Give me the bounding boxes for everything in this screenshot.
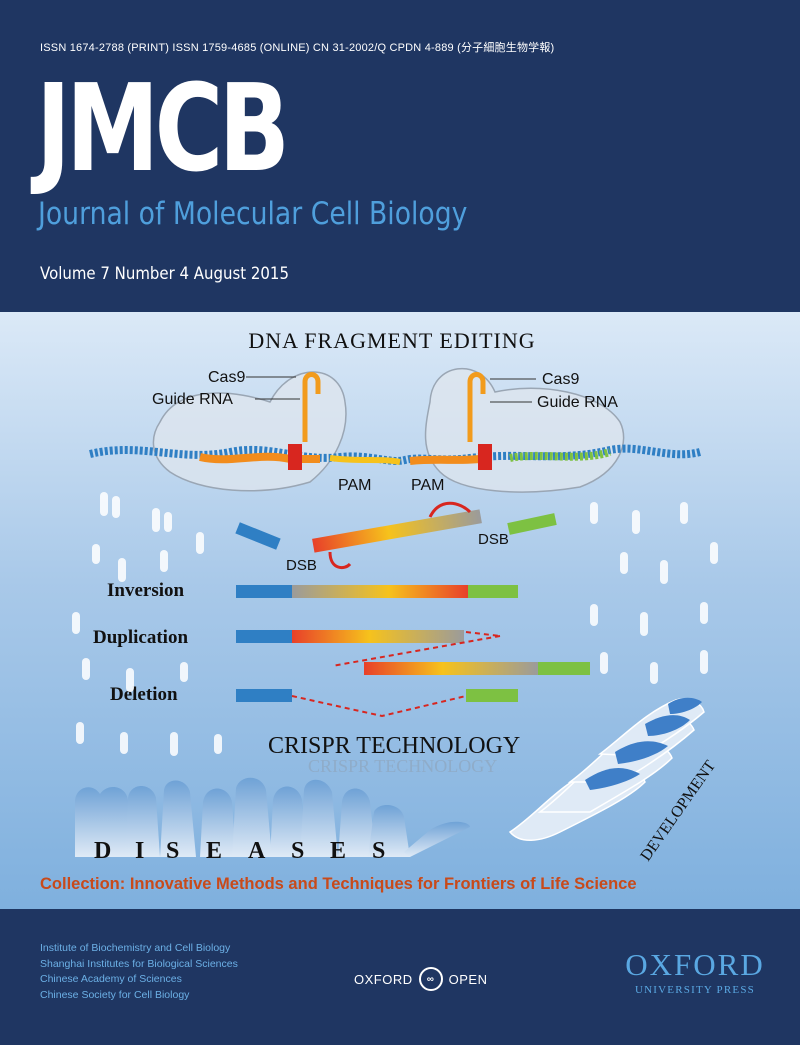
crispr-technology: CRISPR TECHNOLOGY xyxy=(268,733,520,759)
issn-line: ISSN 1674-2788 (PRINT) ISSN 1759-4685 (O… xyxy=(40,42,555,54)
diseases-letter-1: D xyxy=(94,838,111,864)
label-guide-rna-right: Guide RNA xyxy=(537,394,618,411)
fragment-left xyxy=(235,522,281,550)
diseases-letter-6: S xyxy=(291,838,304,864)
diseases-letter-3: S xyxy=(166,838,179,864)
institution-item: Chinese Society for Cell Biology xyxy=(40,988,190,1001)
oxford-open-right: OPEN xyxy=(448,971,488,987)
diseases-letter-4: E xyxy=(206,838,222,864)
institution-item: Shanghai Institutes for Biological Scien… xyxy=(40,957,238,970)
oup-name: OXFORD xyxy=(625,947,765,982)
fragment-right xyxy=(507,513,557,535)
cover-footer: Institute of Biochemistry and Cell Biolo… xyxy=(0,909,800,1045)
diseases-letter-7: E xyxy=(330,838,346,864)
oxford-open-left: OXFORD xyxy=(354,971,413,987)
institution-item: Institute of Biochemistry and Cell Biolo… xyxy=(40,942,231,954)
oxford-open-icon: ∞ xyxy=(418,967,443,991)
artwork-illustration: DNA FRAGMENT EDITING Cas9 Guide RNA Cas9… xyxy=(72,328,719,864)
collection-banner: Collection: Innovative Methods and Techn… xyxy=(40,875,637,893)
journal-title: Journal of Molecular Cell Biology xyxy=(38,196,468,232)
label-cas9-left: Cas9 xyxy=(208,369,245,386)
issue-info: Volume 7 Number 4 August 2015 xyxy=(40,264,289,284)
label-dsb-right: DSB xyxy=(478,531,509,548)
label-duplication: Duplication xyxy=(93,627,188,648)
oup-subtitle: UNIVERSITY PRESS xyxy=(635,984,755,996)
artwork-heading: DNA FRAGMENT EDITING xyxy=(248,328,535,353)
label-pam-right: PAM xyxy=(411,477,444,494)
journal-logo: JMCB xyxy=(36,60,290,199)
crispr-technology-reflection: CRISPR TECHNOLOGY xyxy=(308,756,497,776)
diseases-letter-5: A xyxy=(248,838,266,864)
fragment-middle xyxy=(312,509,482,553)
cas9-complex-right xyxy=(424,367,625,493)
oup-logo: OXFORD UNIVERSITY PRESS xyxy=(620,949,770,996)
cover-artwork: DNA FRAGMENT EDITING Cas9 Guide RNA Cas9… xyxy=(0,312,800,909)
cover-header: ISSN 1674-2788 (PRINT) ISSN 1759-4685 (O… xyxy=(0,0,800,312)
label-dsb-left: DSB xyxy=(286,557,317,574)
label-guide-rna-left: Guide RNA xyxy=(152,391,233,408)
label-pam-left: PAM xyxy=(338,477,371,494)
oxford-open-logo: OXFORD ∞ OPEN xyxy=(354,967,487,991)
diseases-silhouettes xyxy=(75,777,470,857)
institution-list: Institute of Biochemistry and Cell Biolo… xyxy=(40,941,238,1003)
label-cas9-right: Cas9 xyxy=(542,371,579,388)
dna-strand xyxy=(89,444,702,465)
institution-item: Chinese Academy of Sciences xyxy=(40,973,182,985)
label-inversion: Inversion xyxy=(107,580,185,601)
label-deletion: Deletion xyxy=(110,684,178,705)
diseases-letter-8: S xyxy=(372,838,385,864)
diseases-letter-2: I xyxy=(135,838,144,864)
